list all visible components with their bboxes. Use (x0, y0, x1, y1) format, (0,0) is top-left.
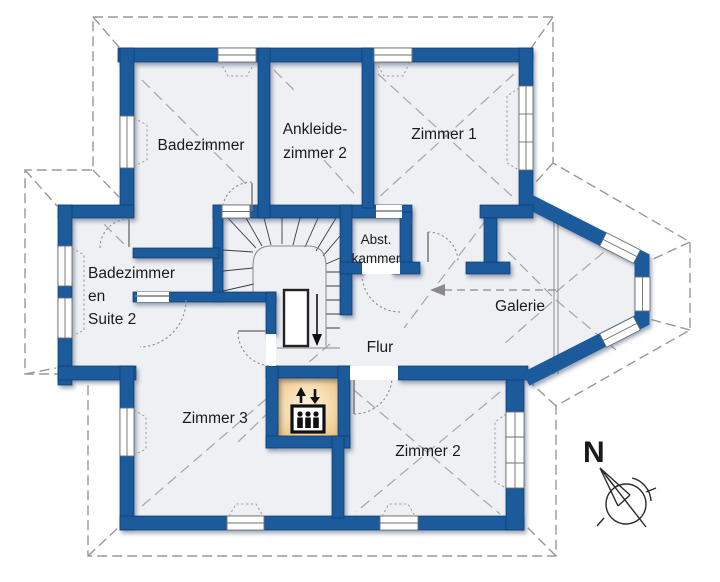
window-east-upper (518, 85, 534, 171)
label-abstellkammer-line2: kammer (352, 251, 401, 266)
doors (99, 181, 459, 415)
window-bay-lower (599, 316, 641, 348)
label-zimmer2: Zimmer 2 (395, 443, 460, 460)
wall-exterior-south (119, 515, 525, 531)
window-east-lower (505, 411, 525, 489)
wall-dressing-room1-divider (361, 47, 375, 209)
window-west-upper (119, 115, 135, 169)
label-ensuite-line2: en (88, 288, 105, 305)
label-badezimmer: Badezimmer (158, 137, 245, 154)
window-north-2 (373, 47, 413, 63)
window-bay-upper (599, 232, 641, 264)
door-room2 (350, 366, 398, 415)
walls (57, 47, 650, 531)
label-ankleidezimmer-line2: zimmer 2 (283, 145, 347, 162)
label-flur: Flur (367, 339, 394, 356)
staircase (222, 217, 341, 349)
label-galerie: Galerie (495, 298, 545, 315)
wall-gallery-south (397, 365, 529, 381)
door-room3 (237, 330, 276, 367)
wall-storage-east (399, 211, 413, 265)
label-ankleidezimmer-line1: Ankleide- (283, 121, 348, 138)
window-north-1 (217, 47, 257, 63)
wall-gallery-north (479, 204, 534, 219)
window-stair-interior (221, 204, 251, 219)
window-bay-middle (634, 276, 651, 312)
door-ensuite-room3 (135, 292, 187, 348)
elevator-shaft (277, 377, 339, 437)
wall-elevator-south (265, 435, 351, 449)
window-ensuite-2 (57, 297, 73, 339)
stair-well-void (282, 288, 310, 348)
window-south-2 (379, 515, 419, 531)
wall-storage-west (339, 204, 353, 316)
wall-elevator-north (265, 365, 351, 379)
label-ensuite-line1: Badezimmer (88, 265, 175, 282)
windows (57, 47, 651, 531)
wall-gallery-west (483, 217, 498, 265)
window-ensuite-1 (57, 245, 73, 287)
room-labels: Badezimmer Ankleide- zimmer 2 Zimmer 1 B… (88, 121, 545, 460)
door-ensuite-bath (99, 218, 130, 249)
roof-overhang-outline (24, 16, 691, 557)
window-reveal-marks (71, 61, 520, 517)
wall-exterior-north (117, 47, 534, 63)
wall-gallery-west-foot (465, 261, 511, 275)
roof-slope-lines (103, 69, 617, 515)
door-bathroom (221, 181, 253, 213)
label-ensuite-line3: Suite 2 (88, 311, 136, 328)
wall-bath-dressing-divider (257, 47, 271, 219)
door-gallery (427, 231, 459, 263)
elevator-up-down-icon (290, 387, 326, 434)
gallery-railing (553, 218, 559, 374)
label-abstellkammer-line1: Abst. (361, 232, 392, 247)
door-room1 (376, 205, 402, 218)
wall-hall-west (265, 291, 277, 335)
wall-ensuite-north (132, 247, 220, 259)
wall-room3-room2-divider (331, 435, 345, 519)
wall-bay-west-bottom (57, 365, 137, 381)
label-zimmer1: Zimmer 1 (411, 126, 476, 143)
door-storage (361, 262, 401, 313)
wall-bay-west (57, 204, 73, 386)
gallery-sight-line (430, 284, 556, 296)
compass-north-label: N (583, 436, 605, 469)
window-south-1 (226, 515, 265, 531)
window-west-lower (119, 407, 135, 457)
stair-direction-arrow (312, 294, 322, 346)
label-zimmer3: Zimmer 3 (182, 410, 247, 427)
compass-north-icon: N (583, 436, 657, 528)
